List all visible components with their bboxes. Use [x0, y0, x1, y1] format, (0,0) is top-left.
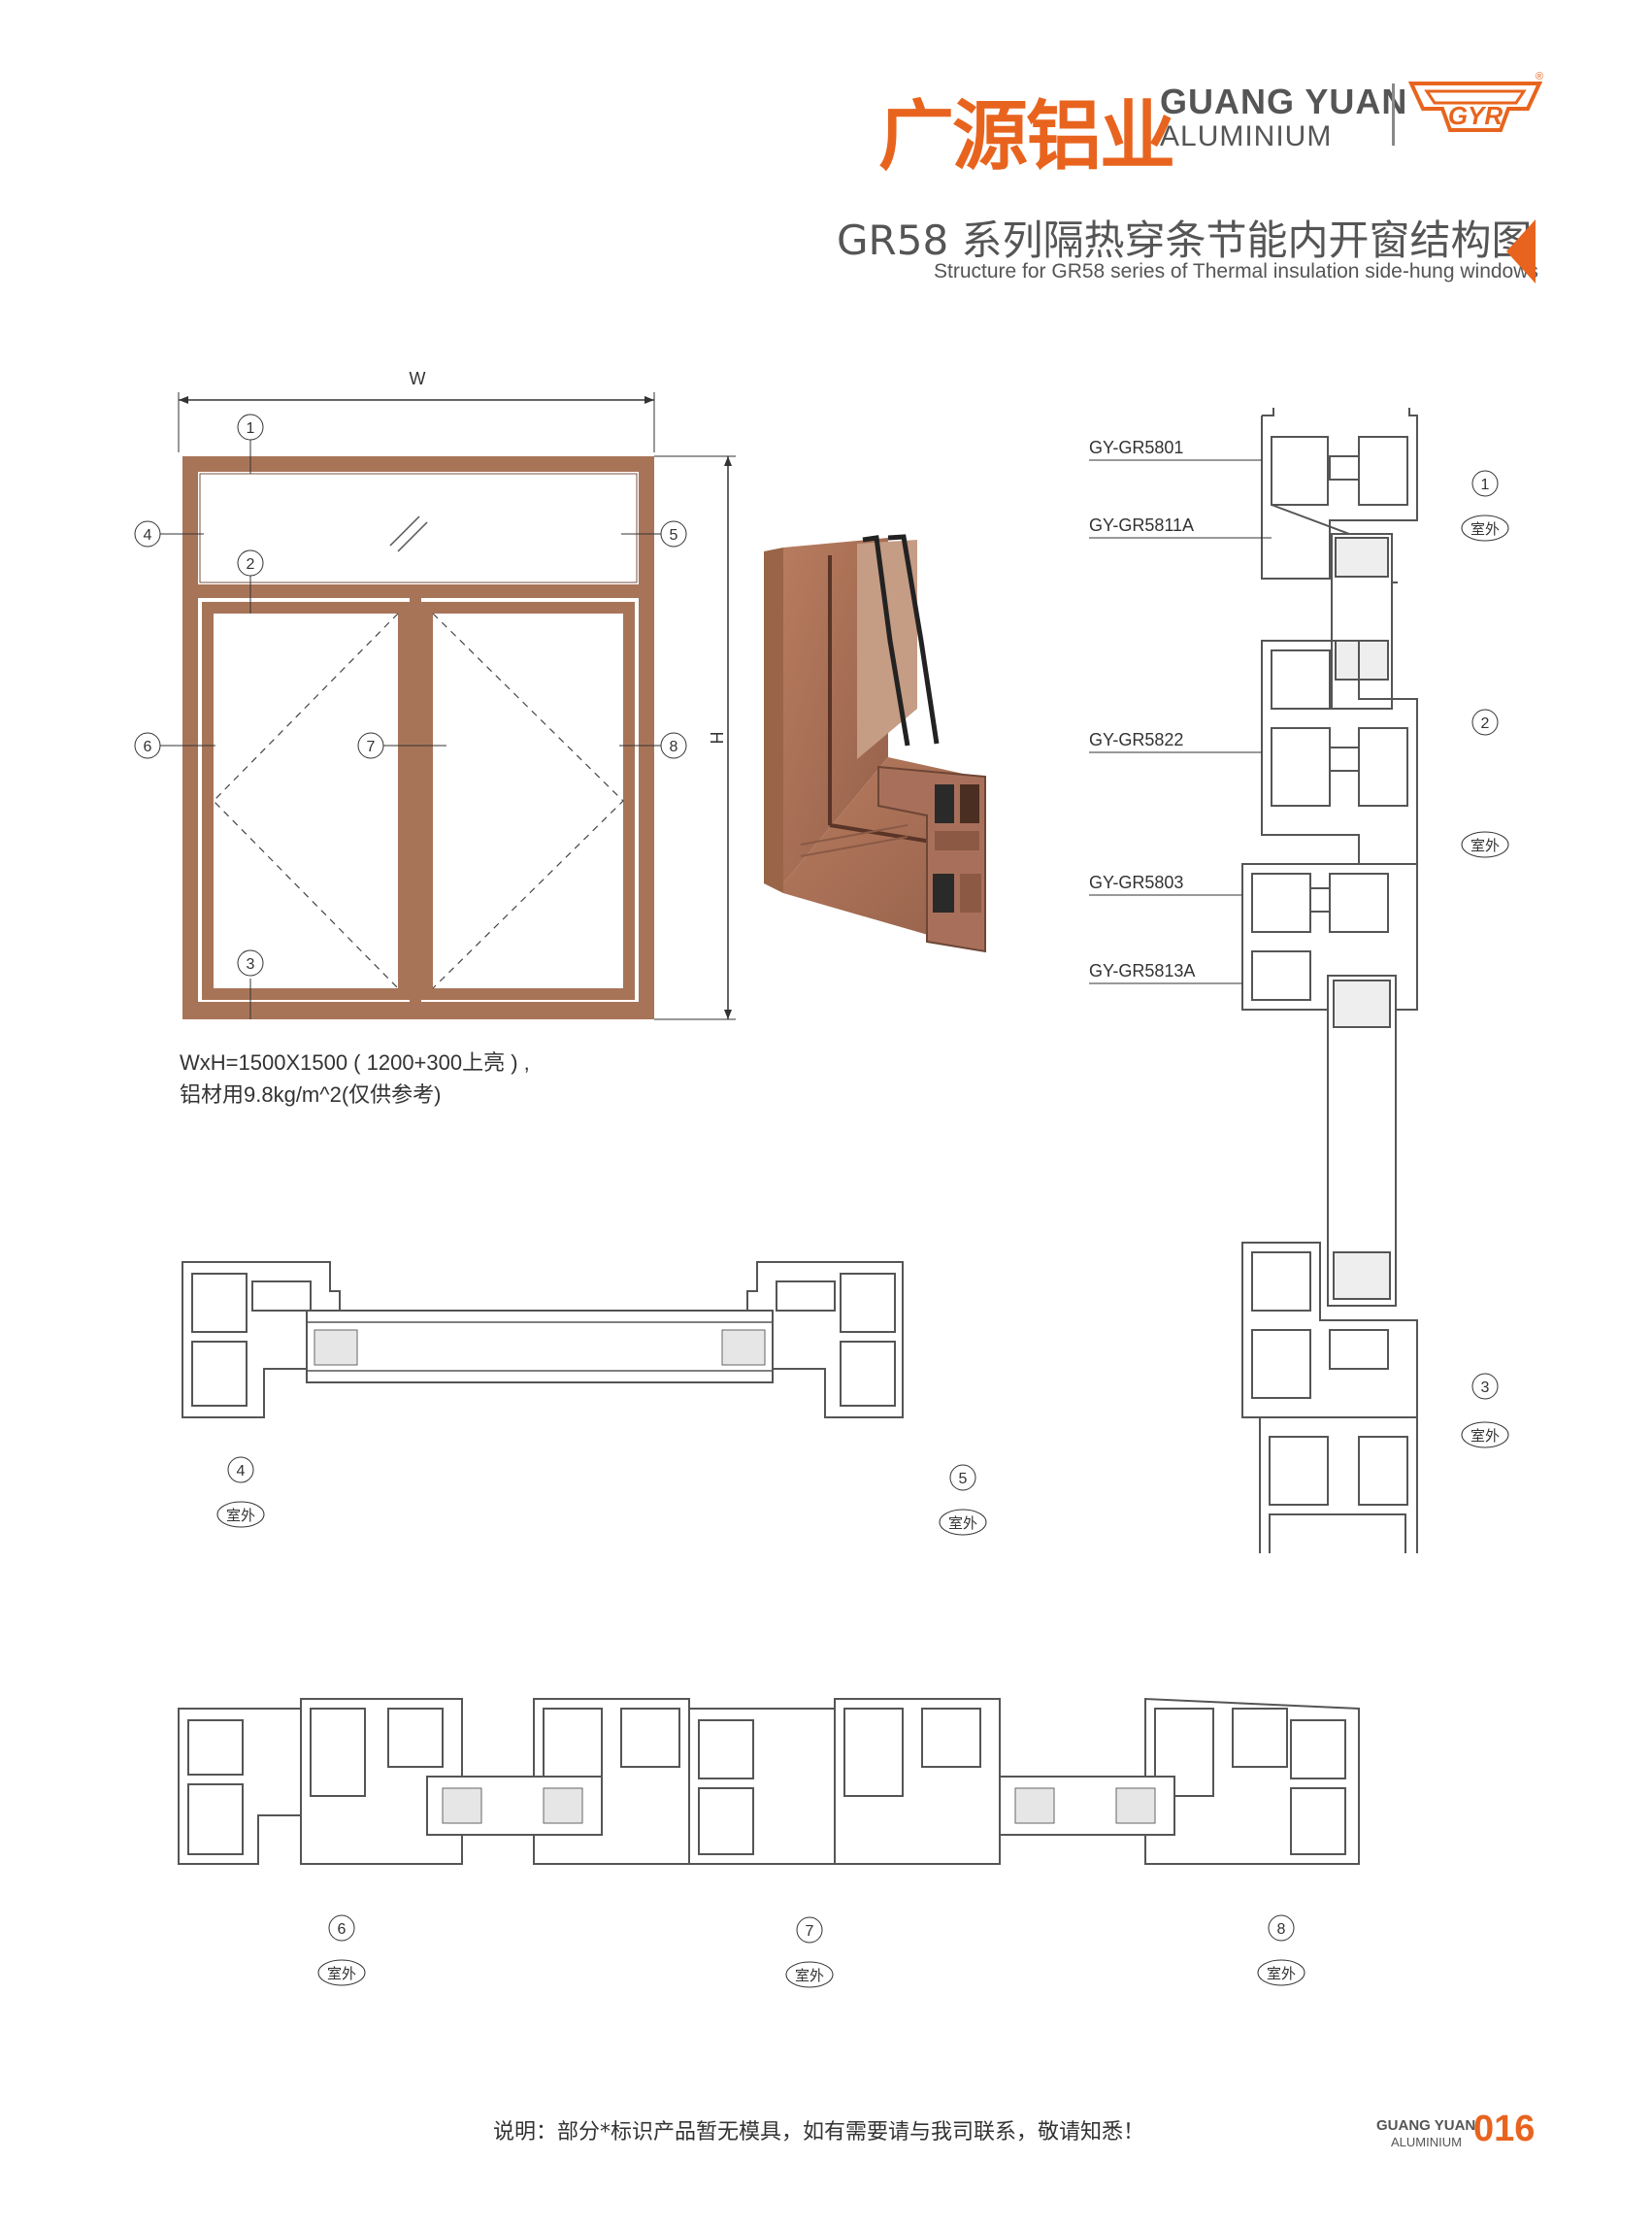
svg-text:室外: 室外 — [1267, 1966, 1296, 1982]
svg-text:6: 6 — [144, 739, 152, 755]
callout-6: 6 — [134, 732, 161, 759]
svg-text:1: 1 — [247, 420, 255, 437]
horizontal-section-6-7-8: 6 室外 7 室外 8 室外 — [178, 1697, 1360, 1988]
svg-text:室外: 室外 — [1470, 1428, 1500, 1445]
svg-text:5: 5 — [959, 1471, 968, 1487]
brand-name-en-line1: GUANG YUAN — [1160, 82, 1408, 121]
svg-text:8: 8 — [670, 739, 678, 755]
svg-text:8: 8 — [1277, 1921, 1286, 1938]
horizontal-outdoor-badge-5: 室外 — [939, 1509, 987, 1536]
svg-text:室外: 室外 — [795, 1968, 824, 1984]
page-title-en: Structure for GR58 series of Thermal ins… — [934, 260, 1538, 283]
footer-note: 说明：部分*标识产品暂无模具，如有需要请与我司联系，敬请知悉！ — [493, 2120, 1145, 2144]
svg-text:室外: 室外 — [327, 1966, 356, 1982]
registered-mark: ® — [1536, 71, 1543, 83]
profile-label-gy-gr5822: GY-GR5822 — [1089, 730, 1183, 749]
vertical-callout-1: 1 — [1471, 470, 1499, 497]
brand-name-cn: 广源铝业 — [878, 93, 1175, 181]
horizontal-outdoor-badge-7: 室外 — [785, 1961, 834, 1988]
footer-brand-line1: GUANG YUAN — [1376, 2117, 1476, 2134]
callout-5: 5 — [660, 520, 687, 548]
vertical-outdoor-badge-3: 室外 — [1461, 1421, 1509, 1448]
svg-text:5: 5 — [670, 527, 678, 544]
callout-4: 4 — [134, 520, 161, 548]
brand-name-en-line2: ALUMINIUM — [1160, 120, 1333, 152]
svg-text:6: 6 — [338, 1921, 347, 1938]
vertical-outdoor-badge-2: 室外 — [1461, 831, 1509, 858]
svg-text:室外: 室外 — [948, 1515, 977, 1532]
logo-text: GYR — [1448, 101, 1503, 130]
svg-text:4: 4 — [144, 527, 152, 544]
svg-text:2: 2 — [1481, 715, 1490, 732]
callout-3: 3 — [237, 949, 264, 977]
profile-label-gy-gr5813a: GY-GR5813A — [1089, 961, 1195, 981]
horizontal-callout-7: 7 — [796, 1916, 823, 1944]
svg-text:3: 3 — [247, 956, 255, 973]
corner-profile-render — [764, 534, 986, 953]
horizontal-outdoor-badge-8: 室外 — [1257, 1959, 1305, 1986]
brand-logo-icon: GYR ® — [1407, 71, 1543, 132]
svg-text:7: 7 — [806, 1923, 814, 1940]
height-label: H — [707, 732, 726, 745]
svg-text:2: 2 — [247, 556, 255, 573]
size-spec-line2: 铝材用9.8kg/m^2(仅供参考) — [180, 1082, 442, 1107]
size-spec: WxH=1500X1500 ( 1200+300上亮 ) , 铝材用9.8kg/… — [180, 1047, 530, 1111]
window-elevation-drawing: W H 1 2 3 4 5 6 7 8 — [134, 369, 736, 1020]
profile-label-gy-gr5801: GY-GR5801 — [1089, 438, 1183, 457]
horizontal-callout-5: 5 — [949, 1464, 976, 1491]
horizontal-section-4-5: 4 室外 5 室外 — [182, 1261, 987, 1536]
svg-text:1: 1 — [1481, 477, 1490, 493]
svg-text:3: 3 — [1481, 1379, 1490, 1396]
svg-text:4: 4 — [237, 1463, 246, 1479]
width-label: W — [410, 369, 426, 388]
vertical-callout-2: 2 — [1471, 709, 1499, 736]
profile-label-gy-gr5803: GY-GR5803 — [1089, 873, 1183, 892]
horizontal-callout-8: 8 — [1268, 1914, 1295, 1942]
mullion — [410, 598, 421, 1002]
page-title-cn: GR58 系列隔热穿条节能内开窗结构图 — [837, 216, 1533, 264]
page-number: 016 — [1473, 2109, 1536, 2149]
horizontal-outdoor-badge-4: 室外 — [216, 1501, 265, 1528]
vertical-callout-3: 3 — [1471, 1373, 1499, 1400]
size-spec-line1: WxH=1500X1500 ( 1200+300上亮 ) , — [180, 1050, 530, 1075]
svg-text:室外: 室外 — [1470, 838, 1500, 854]
horizontal-callout-4: 4 — [227, 1456, 254, 1483]
callout-8: 8 — [660, 732, 687, 759]
callout-7: 7 — [357, 732, 384, 759]
vertical-outdoor-badge-1: 室外 — [1461, 515, 1509, 542]
svg-text:室外: 室外 — [1470, 521, 1500, 538]
title-accent-icon — [1506, 219, 1536, 283]
callout-2: 2 — [237, 549, 264, 577]
callout-1: 1 — [237, 414, 264, 441]
svg-text:室外: 室外 — [226, 1508, 255, 1524]
vertical-section-drawing: GY-GR5801 GY-GR5811A GY-GR5822 GY-GR5803… — [1089, 408, 1509, 1553]
horizontal-callout-6: 6 — [328, 1914, 355, 1942]
profile-label-gy-gr5811a: GY-GR5811A — [1089, 515, 1194, 535]
footer-brand-line2: ALUMINIUM — [1391, 2135, 1462, 2149]
svg-text:7: 7 — [367, 739, 376, 755]
horizontal-outdoor-badge-6: 室外 — [317, 1959, 366, 1986]
transom-bar — [198, 584, 639, 598]
brand-divider — [1392, 83, 1395, 146]
